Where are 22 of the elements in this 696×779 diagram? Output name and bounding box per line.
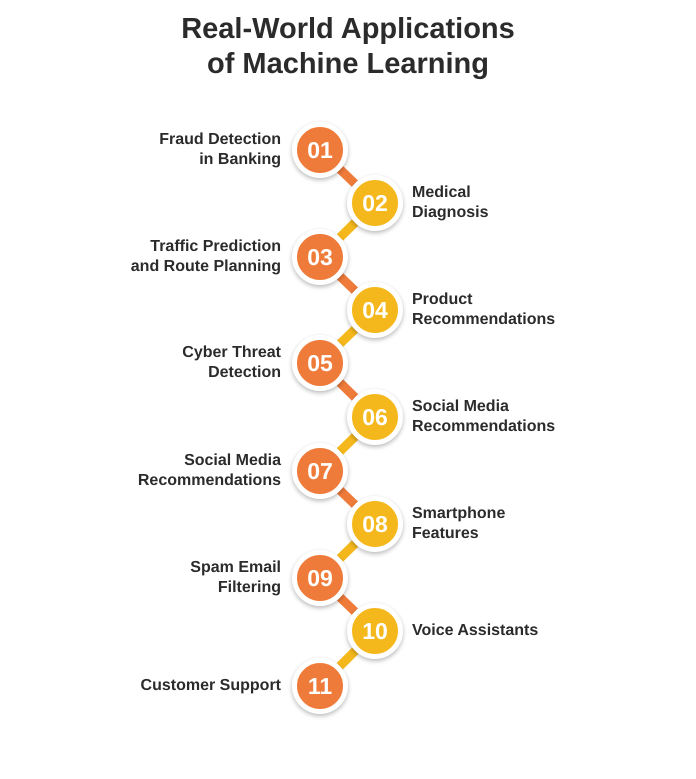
connector-line — [337, 166, 358, 187]
step-label: Voice Assistants — [412, 621, 540, 641]
step-label: Spam Email Filtering — [189, 558, 281, 598]
step-label: Customer Support — [140, 676, 281, 696]
connector-line — [337, 594, 358, 615]
step-label: Social Media Recommendations — [136, 451, 281, 491]
connector-line — [336, 433, 358, 455]
step-label: Traffic Prediction and Route Planning — [130, 237, 281, 277]
connector-line — [336, 648, 358, 670]
connector-line — [336, 379, 358, 401]
connector-line — [337, 273, 358, 294]
step-label: Cyber Threat Detection — [181, 343, 281, 383]
step-label: Smartphone Features — [412, 504, 506, 544]
step-label: Social Media Recommendations — [412, 397, 556, 437]
step-label: Medical Diagnosis — [412, 183, 490, 223]
connector-line — [337, 487, 358, 508]
step-label: Fraud Detection in Banking — [158, 130, 281, 170]
connector-line — [337, 326, 358, 347]
title: Real-World Applications of Machine Learning — [180, 12, 516, 82]
step-label: Product Recommendations — [412, 290, 556, 330]
connector-line — [336, 540, 358, 562]
connector-line — [336, 219, 358, 241]
